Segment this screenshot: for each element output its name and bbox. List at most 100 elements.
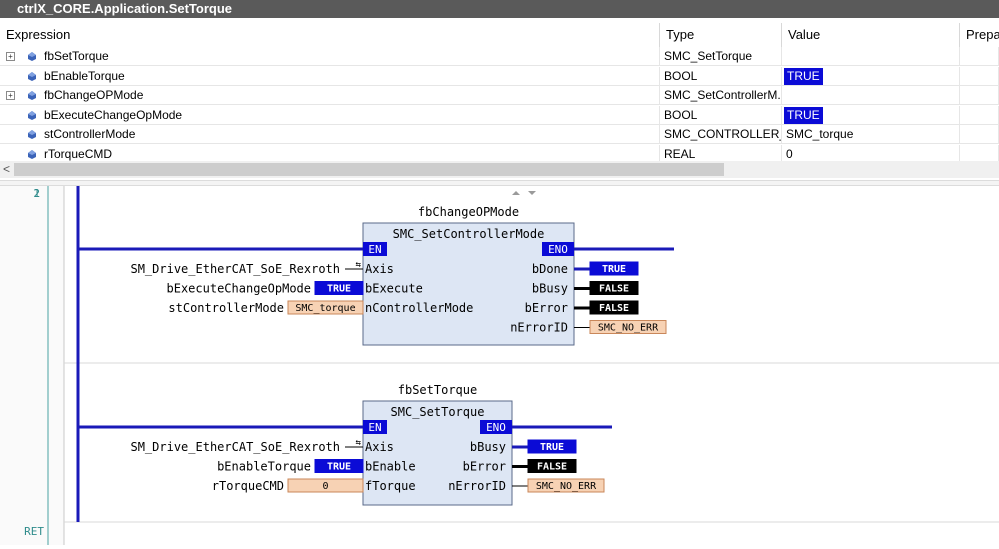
en-pin-box: [363, 242, 387, 256]
output-pin-label: bBusy: [470, 440, 506, 454]
pane-splitter[interactable]: [0, 180, 999, 195]
eno-pin: ENO: [486, 421, 506, 434]
scrollbar-thumb[interactable]: [14, 163, 724, 176]
fb-instance-name: fbSetTorque: [398, 383, 477, 397]
function-block: [362, 400, 513, 506]
fb-type-name: SMC_SetControllerMode: [393, 227, 545, 241]
expression-cell[interactable]: bEnableTorque: [0, 66, 660, 86]
expression-cell[interactable]: stControllerMode: [0, 125, 660, 144]
input-variable-label: stControllerMode: [168, 301, 284, 315]
scroll-left-arrow[interactable]: <: [3, 162, 11, 176]
output-value: TRUE: [602, 264, 626, 275]
fb-instance-name: fbChangeOPMode: [418, 205, 519, 219]
variable-icon: [28, 91, 36, 100]
output-value: FALSE: [599, 303, 629, 314]
variable-icon: [28, 52, 36, 61]
prepared-value-cell[interactable]: [960, 47, 999, 66]
watch-row[interactable]: stControllerMode SMC_CONTROLLER_...SMC_to…: [0, 125, 999, 144]
en-pin: EN: [368, 243, 381, 256]
expression-cell[interactable]: + fbChangeOPMode: [0, 86, 660, 105]
column-header-value[interactable]: Value: [782, 23, 960, 47]
output-pin-label: bBusy: [532, 282, 568, 296]
input-pin-label: Axis: [365, 262, 394, 276]
return-label: RET: [24, 525, 44, 538]
output-value: FALSE: [537, 462, 567, 473]
eno-pin-box: [542, 242, 574, 256]
expression-text: bExecuteChangeOpMode: [44, 107, 183, 122]
prepared-value-cell[interactable]: [960, 105, 999, 125]
output-value: SMC_NO_ERR: [536, 481, 597, 492]
network-number: 2: [33, 187, 40, 200]
value-cell[interactable]: SMC_torque: [782, 125, 960, 144]
input-pin-label: nControllerMode: [365, 301, 473, 315]
expression-text: stControllerMode: [44, 127, 136, 141]
prepared-value-cell[interactable]: [960, 125, 999, 144]
function-block: [362, 222, 575, 346]
column-header-type[interactable]: Type: [660, 23, 782, 47]
value-cell[interactable]: [782, 86, 960, 105]
expression-text: rTorqueCMD: [44, 146, 113, 161]
input-pin-label: Axis: [365, 440, 394, 454]
expression-cell[interactable]: + fbSetTorque: [0, 47, 660, 66]
true-value: TRUE: [784, 67, 823, 85]
watch-row[interactable]: + fbSetTorque SMC_SetTorque: [0, 47, 999, 66]
variable-icon: [28, 71, 36, 81]
value-cell[interactable]: TRUE: [782, 105, 960, 125]
output-value: TRUE: [540, 442, 564, 453]
fb-type-name: SMC_SetTorque: [391, 405, 485, 419]
prepared-value-cell[interactable]: [960, 86, 999, 105]
output-value-box: [589, 300, 639, 315]
expression-text: fbChangeOPMode: [44, 88, 144, 102]
input-variable-label: rTorqueCMD: [212, 479, 284, 493]
output-value-box: [527, 439, 577, 454]
value-cell[interactable]: TRUE: [782, 66, 960, 86]
output-value-box: [589, 281, 639, 295]
input-variable-label: SM_Drive_EtherCAT_SoE_Rexroth: [130, 262, 340, 276]
type-cell: SMC_CONTROLLER_...: [660, 125, 782, 144]
input-value-box: [314, 281, 364, 295]
variable-icon: [28, 110, 36, 120]
output-pin-label: nErrorID: [448, 479, 506, 493]
output-value-box: [527, 478, 605, 493]
output-pin-label: bError: [525, 301, 568, 315]
expression-cell[interactable]: bExecuteChangeOpMode: [0, 105, 660, 125]
window-title: ctrlX_CORE.Application.SetTorque: [0, 0, 999, 18]
input-value: TRUE: [327, 284, 351, 295]
expand-plus-icon[interactable]: +: [6, 91, 15, 100]
eno-pin-box: [480, 420, 512, 434]
type-cell: BOOL: [660, 105, 782, 125]
input-variable-label: bEnableTorque: [217, 460, 311, 474]
expression-cell[interactable]: rTorqueCMD: [0, 144, 660, 164]
output-value: FALSE: [599, 284, 629, 295]
column-header-expression[interactable]: Expression: [0, 23, 660, 47]
value-cell[interactable]: 0: [782, 144, 960, 164]
eno-pin: ENO: [548, 243, 568, 256]
type-cell: SMC_SetControllerM...: [660, 86, 782, 105]
input-value-box: [314, 459, 364, 473]
type-cell: BOOL: [660, 66, 782, 86]
column-header-prepared[interactable]: Prepar: [966, 27, 999, 42]
horizontal-scrollbar[interactable]: <: [0, 161, 999, 178]
input-value-box: [287, 300, 364, 315]
output-value-box: [589, 261, 639, 276]
input-value: TRUE: [327, 462, 351, 473]
variable-icon: [28, 149, 36, 159]
splitter-arrows-icon: [512, 191, 536, 195]
output-value-box: [527, 459, 577, 473]
type-cell: REAL: [660, 144, 782, 164]
prepared-value-cell[interactable]: [960, 66, 999, 86]
type-cell: SMC_SetTorque: [660, 47, 782, 66]
expression-text: fbSetTorque: [44, 49, 109, 63]
output-pin-label: bError: [463, 460, 506, 474]
input-value: SMC_torque: [295, 303, 355, 314]
watch-row[interactable]: + fbChangeOPMode SMC_SetControllerM...: [0, 86, 999, 105]
output-pin-label: bDone: [532, 262, 568, 276]
output-value-box: [589, 320, 667, 334]
value-cell[interactable]: [782, 47, 960, 66]
reference-arrow-icon: ⇆: [356, 260, 362, 270]
expand-plus-icon[interactable]: +: [6, 52, 15, 61]
